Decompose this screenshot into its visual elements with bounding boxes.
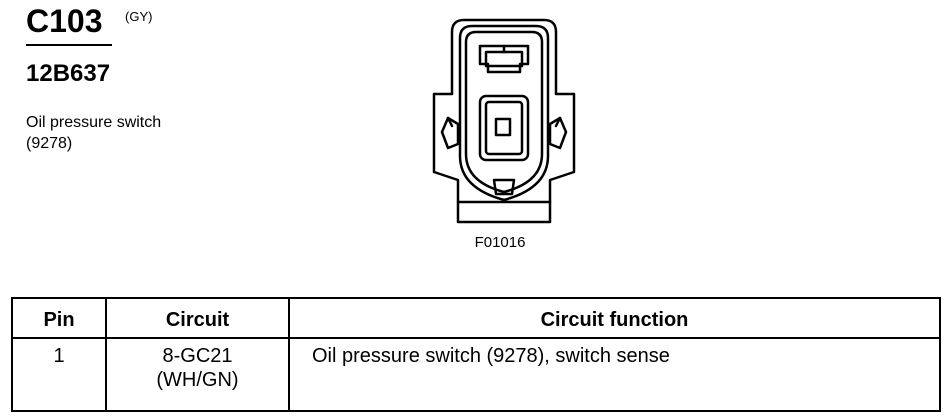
color-code: (GY) [125, 9, 153, 24]
left-ear [440, 116, 460, 150]
connector-diagram [424, 16, 584, 230]
pin-table: Pin Circuit Circuit function 1 8-GC21 (W… [11, 297, 941, 412]
header-pin: Pin [11, 297, 107, 339]
right-ear [548, 116, 568, 150]
description-line-2: (9278) [26, 135, 73, 152]
terminal-cavity [478, 94, 530, 162]
table-row: 1 8-GC21 (WH/GN) Oil pressure switch (92… [11, 337, 941, 412]
part-number: 12B637 [26, 60, 111, 87]
seal-outer [458, 24, 550, 202]
table-header-row: Pin Circuit Circuit function [11, 297, 941, 339]
figure-code: F01016 [474, 234, 526, 251]
header-circuit: Circuit [105, 297, 290, 339]
housing-outline [432, 18, 576, 224]
cell-circuit: 8-GC21 (WH/GN) [105, 337, 290, 412]
header-function: Circuit function [288, 297, 941, 339]
seal-inner [464, 30, 544, 194]
terminal-pin [494, 117, 512, 137]
description-line-1: Oil pressure switch [26, 114, 162, 131]
connector-description: Oil pressure switch (9278) [26, 112, 161, 154]
lock-tab [492, 178, 516, 196]
circuit-color: (WH/GN) [156, 369, 239, 391]
latch [478, 44, 530, 74]
title-underline [26, 44, 112, 46]
cell-pin: 1 [11, 337, 107, 412]
cell-function: Oil pressure switch (9278), switch sense [288, 337, 941, 412]
connector-id: C103 [26, 3, 103, 39]
connector-face-icon [432, 18, 576, 224]
circuit-number: 8-GC21 [162, 345, 233, 367]
